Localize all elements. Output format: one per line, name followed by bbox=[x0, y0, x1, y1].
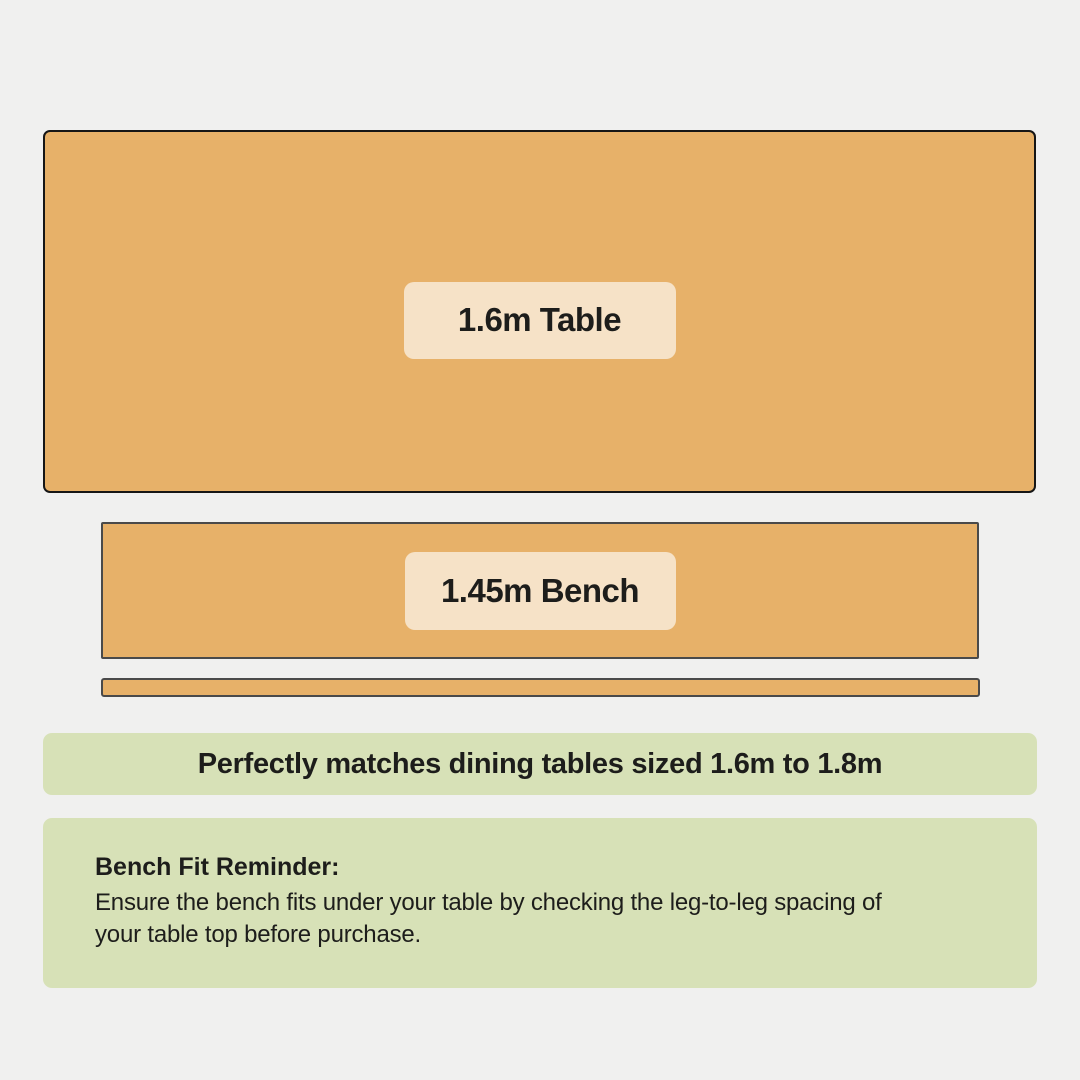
table-size-label: 1.6m Table bbox=[403, 281, 676, 359]
table-size-label-text: 1.6m Table bbox=[457, 301, 622, 338]
match-banner-text: Perfectly matches dining tables sized 1.… bbox=[197, 747, 883, 780]
reminder-card: Bench Fit Reminder: Ensure the bench fit… bbox=[43, 818, 1037, 988]
bench-shape: 1.45m Bench bbox=[101, 522, 979, 659]
table-top-shape: 1.6m Table bbox=[43, 130, 1036, 493]
match-banner: Perfectly matches dining tables sized 1.… bbox=[43, 733, 1037, 795]
reminder-heading: Bench Fit Reminder: bbox=[95, 853, 340, 881]
bench-size-label: 1.45m Bench bbox=[404, 551, 676, 630]
bench-side-rail-shape bbox=[101, 678, 980, 697]
bench-size-label-text: 1.45m Bench bbox=[440, 571, 640, 609]
reminder-body-text: Ensure the bench fits under your table b… bbox=[95, 888, 882, 948]
